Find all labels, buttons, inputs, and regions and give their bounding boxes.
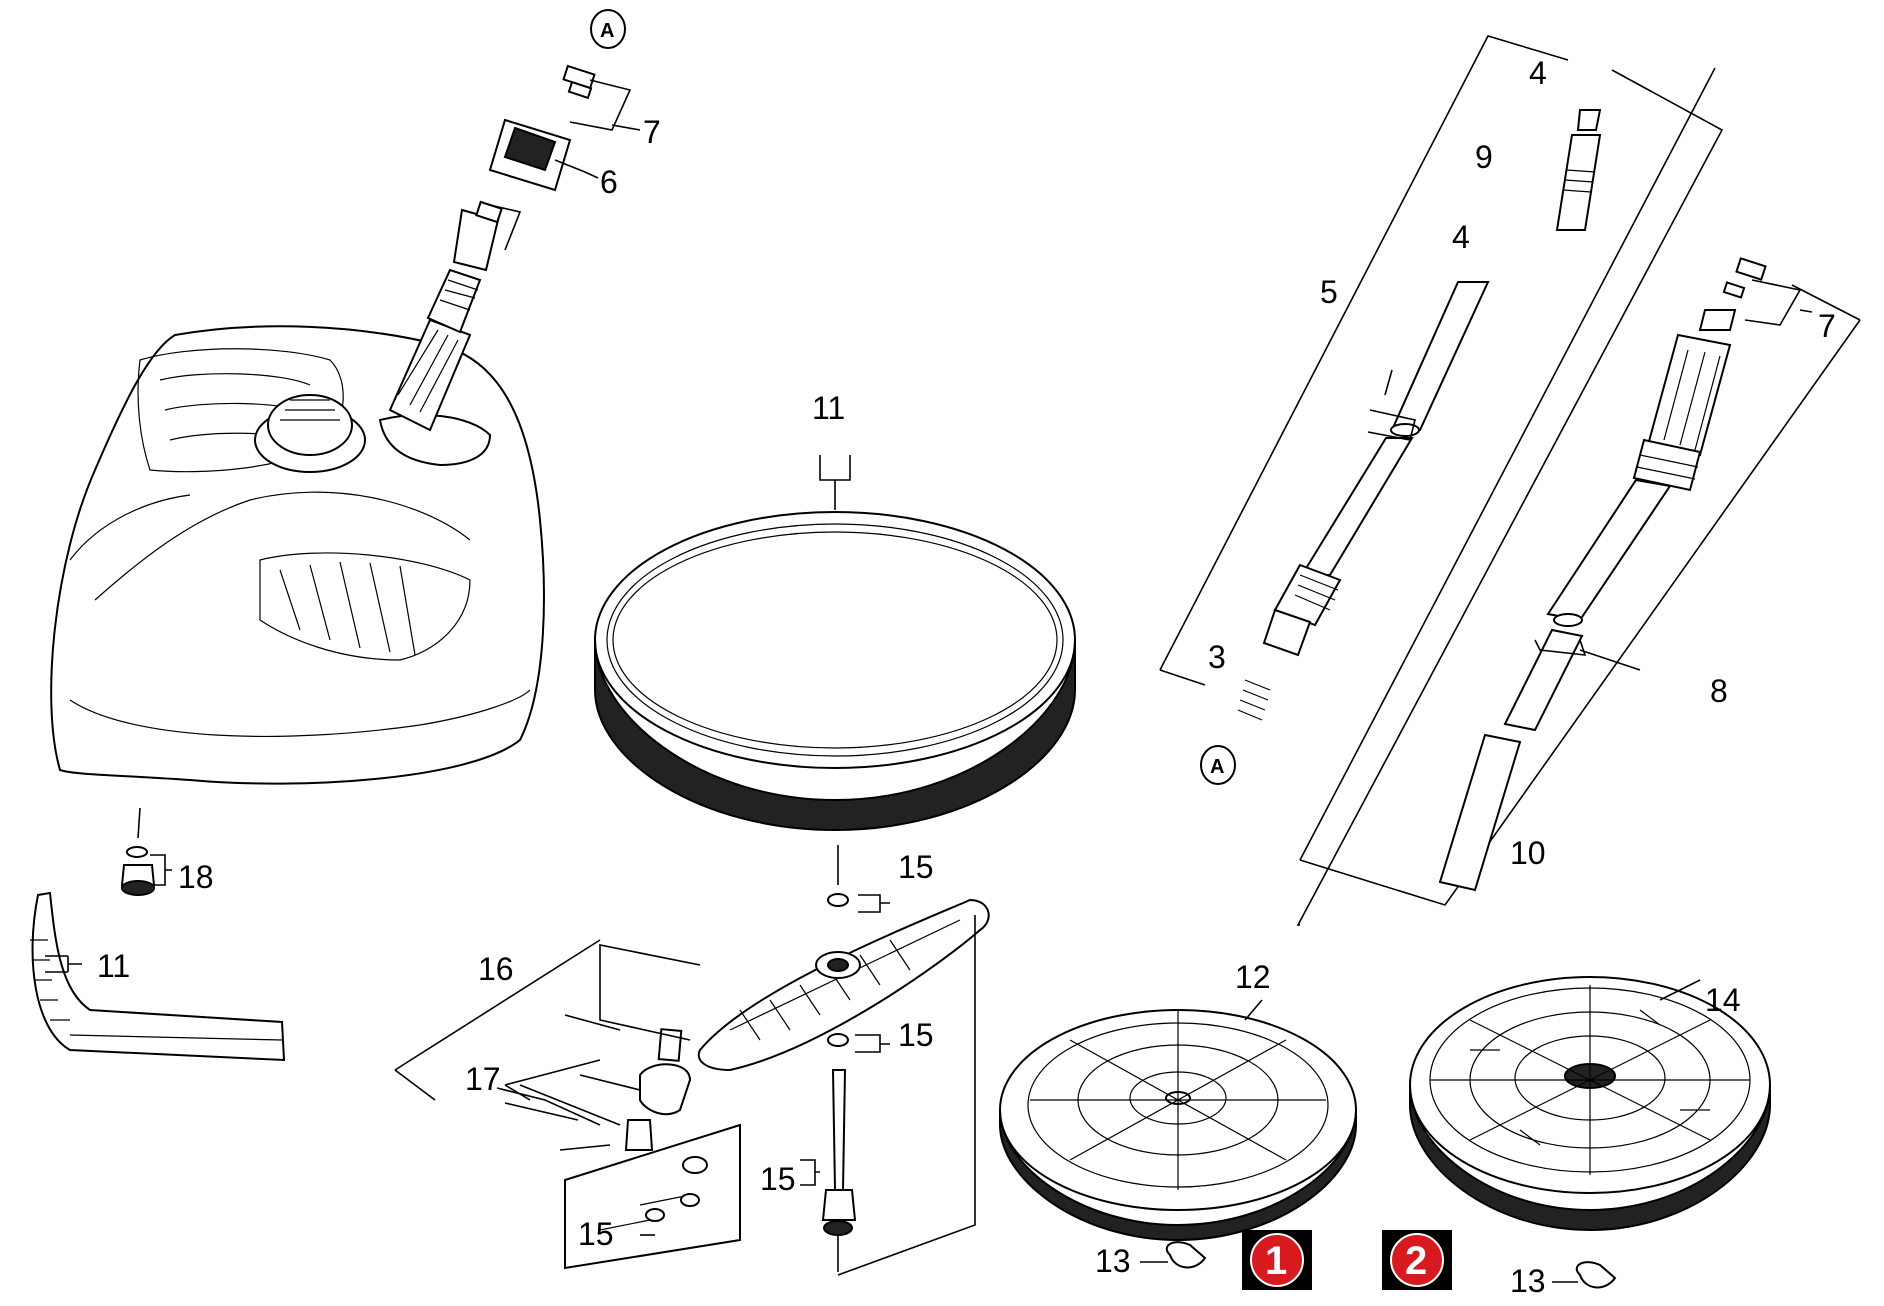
label-part-9: 9: [1475, 139, 1493, 175]
leader-lines-15: [640, 894, 976, 1276]
lance-tube-8: [1438, 257, 1813, 892]
part-13-clip-left: [1140, 1241, 1207, 1269]
label-part-17: 17: [465, 1061, 501, 1097]
housing-cover: [50, 325, 545, 785]
brush-ring: [594, 455, 1076, 832]
label-part-15-card: 15: [578, 1216, 614, 1252]
reference-a-top-text: A: [600, 20, 614, 42]
spray-lance-top-left: [388, 64, 596, 432]
rotor-arm: [697, 845, 990, 1272]
label-part-7-right: 7: [1818, 308, 1836, 344]
leader-lines-right-bottom: [1244, 979, 1701, 1021]
variant-badge-2-text: 2: [1405, 1239, 1427, 1283]
variant-badge-2: 2: [1382, 1230, 1452, 1290]
leader-lines-top-left: [489, 79, 641, 251]
part-labels: 7 6 4 9 4 5 7 11 3 8 10 18 15 11 16 12 1…: [97, 55, 1836, 1299]
reference-a-bottom: A: [1200, 745, 1236, 785]
part-18-nozzle: [120, 807, 172, 896]
label-part-8: 8: [1710, 673, 1728, 709]
label-part-5: 5: [1320, 274, 1338, 310]
label-part-11-segment: 11: [97, 948, 130, 984]
reference-a-bottom-text: A: [1210, 756, 1224, 778]
brush-segment-left: [30, 891, 286, 1062]
label-part-15-top: 15: [898, 849, 934, 885]
label-part-12: 12: [1235, 959, 1271, 995]
label-part-15-stem: 15: [760, 1161, 796, 1197]
lance-frame-right: [1299, 67, 1861, 906]
label-part-4-middle: 4: [1452, 219, 1470, 255]
variant-badge-1: 1: [1242, 1230, 1312, 1290]
label-part-3: 3: [1208, 639, 1226, 675]
label-part-14: 14: [1705, 982, 1741, 1018]
label-part-7-left: 7: [643, 114, 661, 150]
label-part-13-left: 13: [1095, 1243, 1131, 1279]
jet-nozzles: [394, 939, 741, 1270]
label-part-15-middle: 15: [898, 1017, 934, 1053]
label-part-11-ring: 11: [812, 390, 845, 426]
variant-badge-1-text: 1: [1265, 1239, 1287, 1283]
label-part-18: 18: [178, 859, 214, 895]
label-part-6: 6: [600, 164, 618, 200]
plate-14: [1409, 976, 1771, 1232]
reference-a-top: A: [590, 9, 626, 49]
label-part-10: 10: [1510, 835, 1546, 871]
lance-frame-left: [1159, 35, 1724, 926]
lance-tube-5: [1237, 109, 1602, 721]
label-part-16: 16: [478, 951, 514, 987]
part-13-clip-right: [1552, 1261, 1617, 1289]
label-part-4-top: 4: [1529, 55, 1547, 91]
label-part-13-right: 13: [1510, 1263, 1546, 1299]
plate-12: [999, 1009, 1357, 1242]
